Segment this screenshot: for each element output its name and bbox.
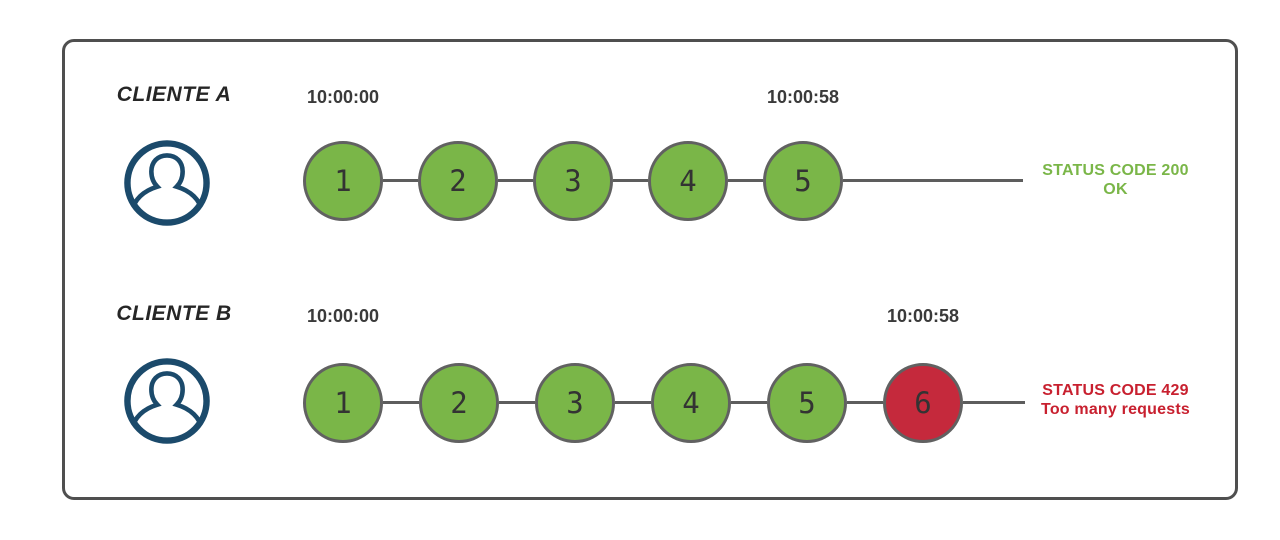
timeline-connector bbox=[613, 179, 648, 182]
status-code-text: STATUS CODE 429 Too many requests bbox=[1023, 381, 1208, 419]
timeline-connector bbox=[383, 179, 418, 182]
status-code-text: STATUS CODE 200 OK bbox=[1023, 161, 1208, 199]
request-circle-3: 3 bbox=[535, 363, 615, 443]
status-message-line: OK bbox=[1103, 181, 1128, 198]
request-circle-4: 4 bbox=[648, 141, 728, 221]
user-avatar-icon bbox=[121, 137, 213, 229]
status-code-line: STATUS CODE 200 bbox=[1042, 162, 1189, 179]
timeline-connector bbox=[963, 401, 1025, 404]
request-circle-1: 1 bbox=[303, 141, 383, 221]
request-circle-6: 6 bbox=[883, 363, 963, 443]
timeline-connector bbox=[498, 179, 533, 182]
timeline-connector bbox=[728, 179, 763, 182]
status-message-line: Too many requests bbox=[1041, 401, 1190, 418]
user-avatar-icon bbox=[121, 355, 213, 447]
request-circle-3: 3 bbox=[533, 141, 613, 221]
request-circle-5: 5 bbox=[763, 141, 843, 221]
request-circle-5: 5 bbox=[767, 363, 847, 443]
end-timestamp: 10:00:58 bbox=[766, 87, 840, 107]
timeline-connector bbox=[843, 179, 1023, 182]
timeline-connector bbox=[615, 401, 651, 404]
timeline-connector bbox=[731, 401, 767, 404]
start-timestamp: 10:00:00 bbox=[306, 306, 380, 326]
request-circle-2: 2 bbox=[419, 363, 499, 443]
client-a-label: CLIENTE A bbox=[116, 83, 232, 106]
timeline-connector bbox=[847, 401, 883, 404]
timeline-connector bbox=[383, 401, 419, 404]
request-circle-2: 2 bbox=[418, 141, 498, 221]
request-circle-1: 1 bbox=[303, 363, 383, 443]
start-timestamp: 10:00:00 bbox=[306, 87, 380, 107]
request-circle-4: 4 bbox=[651, 363, 731, 443]
end-timestamp: 10:00:58 bbox=[886, 306, 960, 326]
client-b-label: CLIENTE B bbox=[116, 302, 232, 325]
timeline-connector bbox=[499, 401, 535, 404]
status-code-line: STATUS CODE 429 bbox=[1042, 382, 1189, 399]
